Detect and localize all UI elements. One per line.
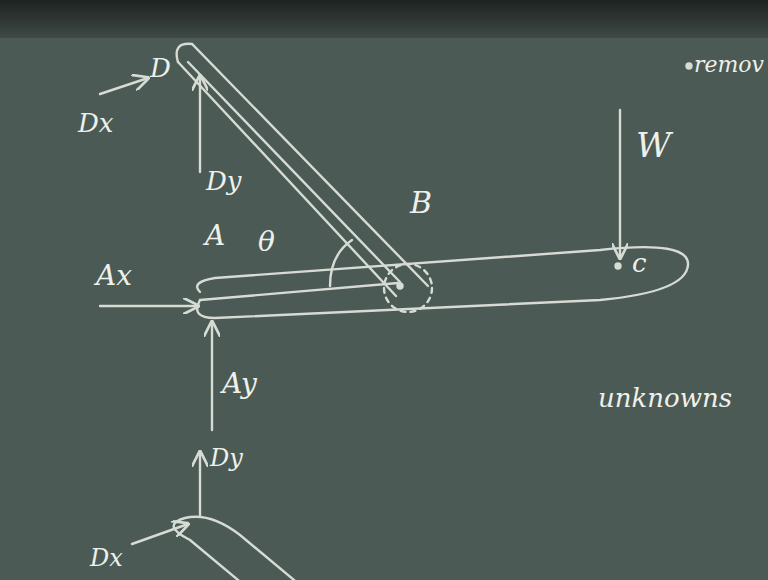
rod-outline [177, 44, 428, 286]
pin-dot [398, 284, 403, 289]
beam-outline [197, 247, 688, 318]
rod-outline [178, 62, 396, 296]
point-label: B [410, 188, 432, 218]
force-label: Dy [210, 446, 243, 470]
bullet-dot [687, 64, 692, 69]
point-label: c [632, 250, 647, 276]
point-label: A [205, 222, 225, 250]
rod-outline [174, 517, 300, 580]
force-arrow [619, 110, 621, 258]
force-label: W [636, 128, 671, 162]
force-arrow [211, 322, 213, 430]
rod-centerline [200, 283, 398, 300]
force-label: Ay [222, 370, 257, 398]
angle-arc [330, 240, 352, 286]
force-arrow [100, 305, 198, 307]
load-point [616, 264, 621, 269]
force-arrow [100, 78, 148, 94]
force-arrow [199, 452, 201, 515]
pin-joint [384, 264, 432, 312]
note-text: remov [694, 54, 764, 76]
force-label: Dy [206, 168, 242, 194]
rod-centerline [188, 62, 400, 282]
board-frame [0, 0, 768, 38]
note-text: unknowns [598, 385, 732, 411]
force-label: Dx [90, 546, 123, 570]
point-label: D [150, 55, 171, 81]
angle-label: θ [258, 228, 275, 256]
force-label: Ax [96, 262, 132, 290]
force-arrow [199, 76, 201, 172]
force-label: Dx [78, 110, 114, 136]
